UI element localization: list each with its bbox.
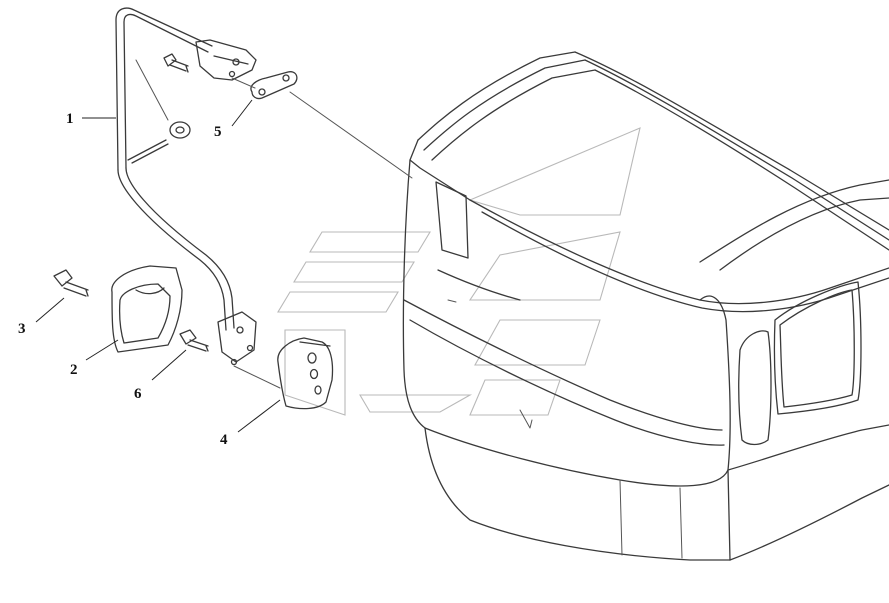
cover-cap [111,265,183,353]
callout-2: 2 [70,362,78,378]
bolt-part-6 [179,329,209,352]
link-plate [231,71,413,179]
mounting-plate [277,337,334,410]
mirror-frame-tube [115,7,235,331]
leader-lines [35,99,281,433]
callout-4: 4 [220,432,228,448]
callout-1: 1 [66,111,74,127]
callout-3: 3 [18,321,26,337]
truck-cab [402,51,889,561]
bolt-part-3 [53,269,89,297]
washer [169,121,191,139]
lower-frame-bracket [217,311,281,389]
watermark-logo [277,127,641,416]
callout-5: 5 [214,124,222,140]
upper-hinge-bracket [195,39,257,81]
callout-6: 6 [134,386,142,402]
upper-bolt [163,53,189,73]
